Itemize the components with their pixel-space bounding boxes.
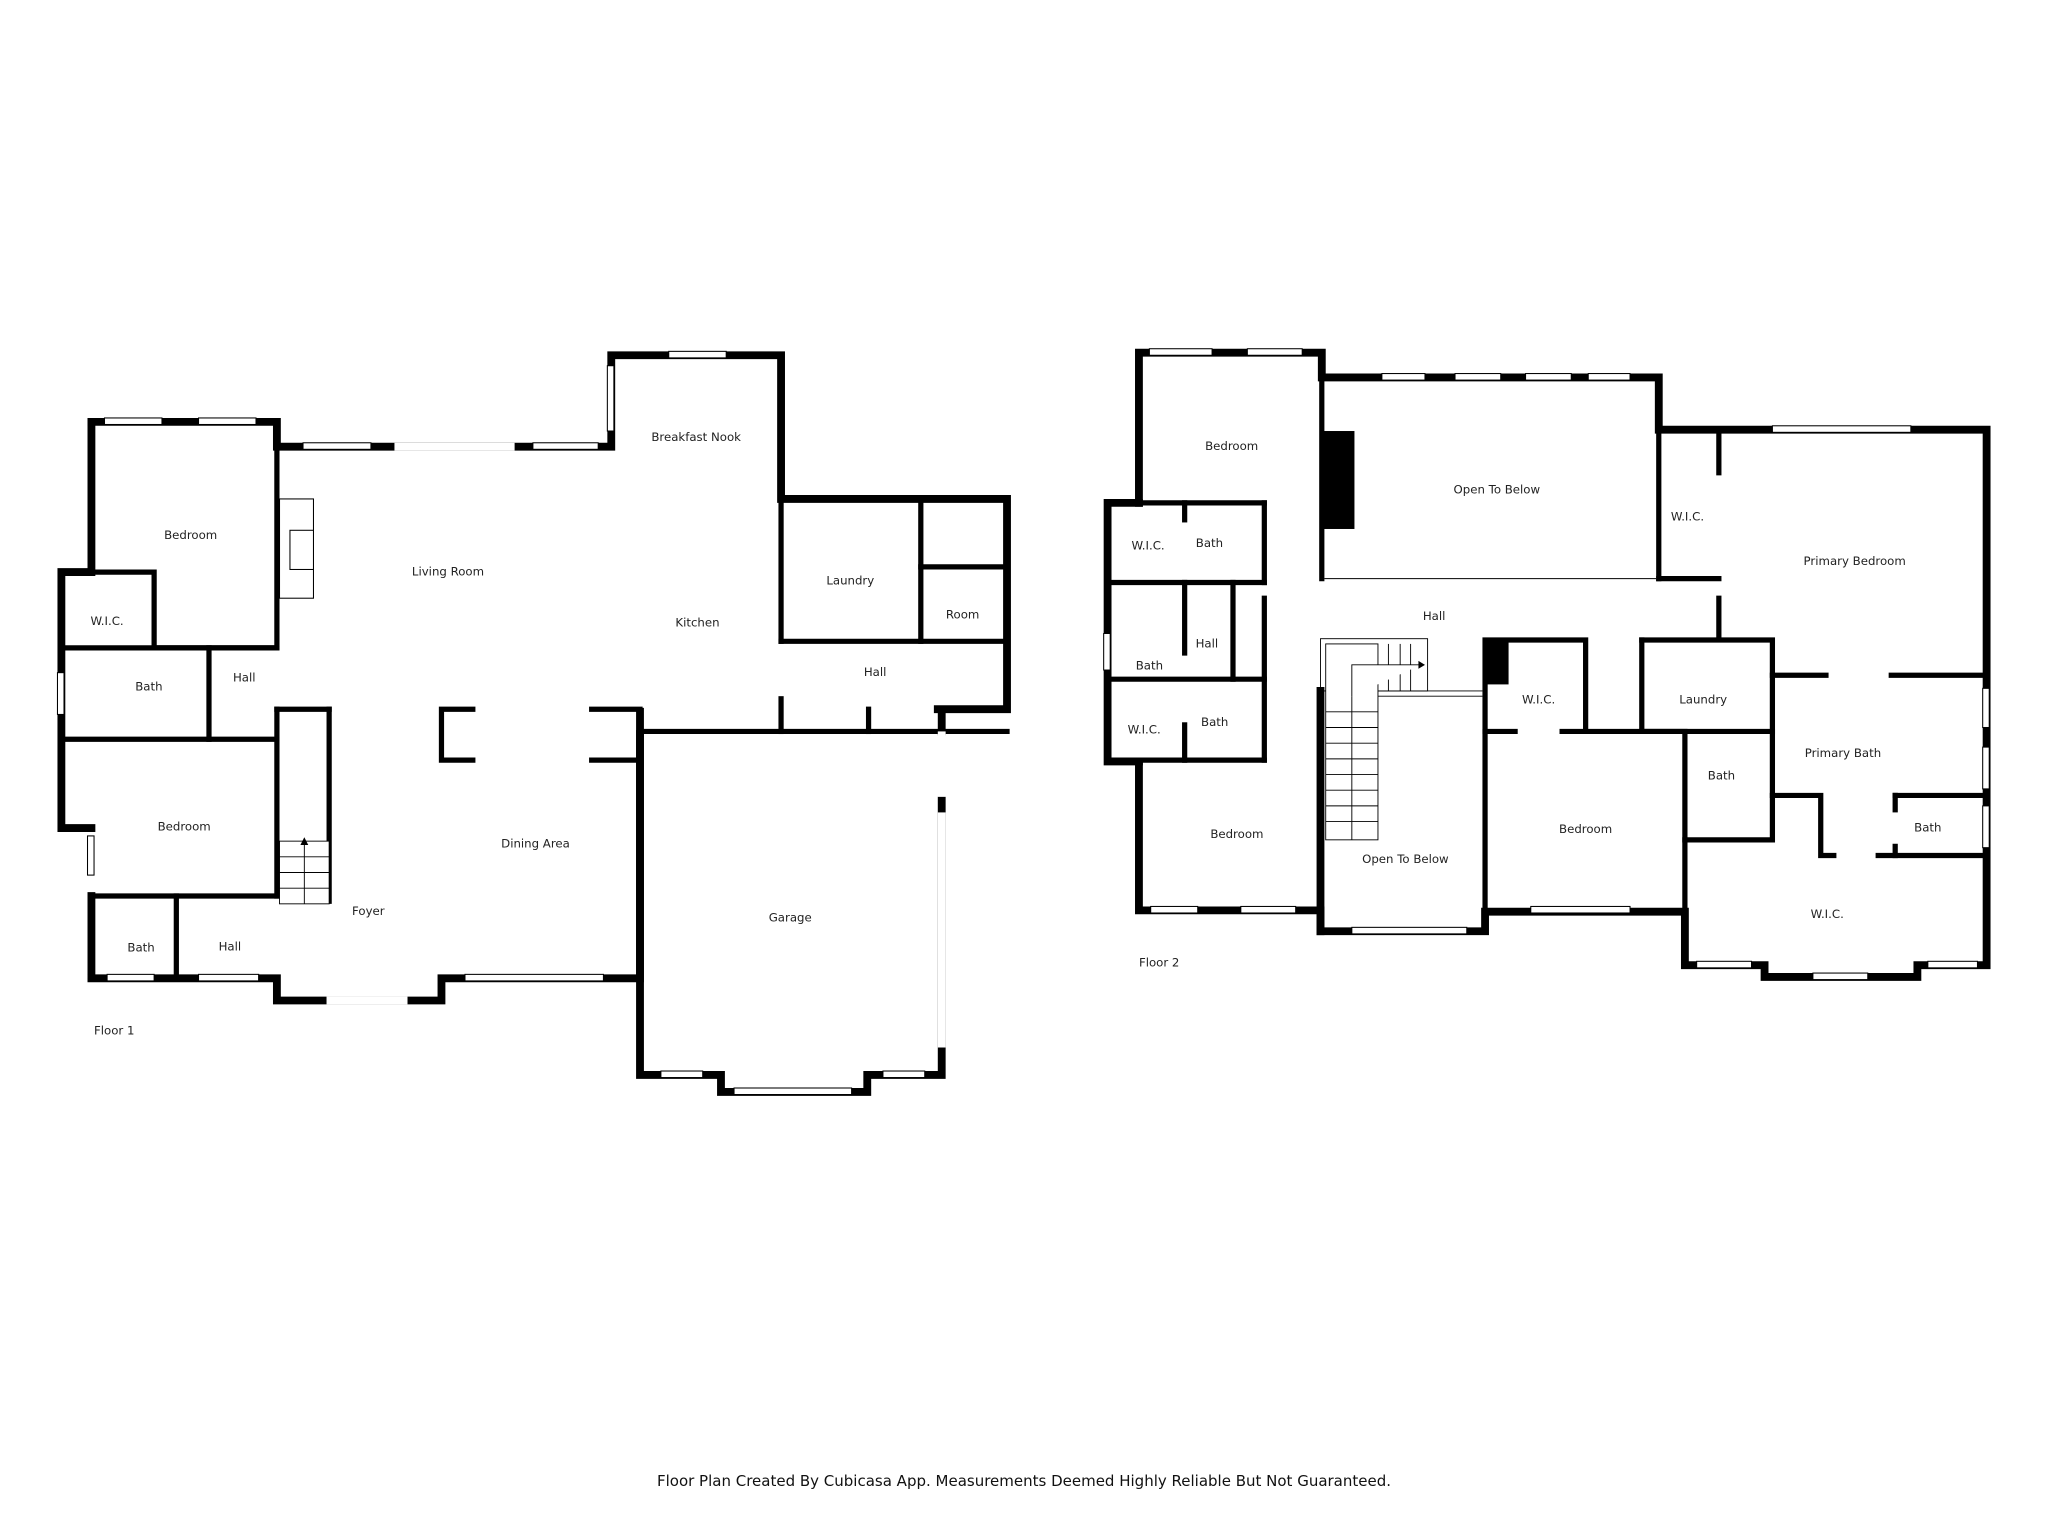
- room-label: Bath: [1708, 768, 1735, 782]
- room-label: W.I.C.: [1128, 723, 1161, 737]
- room-label: W.I.C.: [91, 614, 124, 628]
- floor-2-plan: Bedroom W.I.C. Bath Bath Hall W.I.C. Bat…: [1103, 348, 1991, 981]
- floor-2-label: Floor 2: [1139, 956, 1179, 970]
- room-label: W.I.C.: [1811, 907, 1844, 921]
- stair-arrow-icon: [300, 837, 309, 846]
- room-label: Bath: [135, 680, 162, 694]
- floor-1-plan: Bedroom W.I.C. Bath Hall Bedroom Bath Ha…: [56, 350, 1011, 1096]
- room-label: Hall: [1196, 636, 1219, 650]
- floor-1-label: Floor 1: [94, 1023, 134, 1037]
- room-label: Hall: [233, 670, 256, 684]
- room-label: Bedroom: [1210, 827, 1263, 841]
- room-label: Bath: [127, 941, 154, 955]
- room-label: Bath: [1201, 715, 1228, 729]
- room-label: Primary Bath: [1805, 746, 1881, 760]
- room-label: Hall: [864, 665, 887, 679]
- room-label: Open To Below: [1362, 852, 1449, 866]
- room-label: Bedroom: [158, 819, 211, 833]
- room-label: Dining Area: [501, 836, 570, 850]
- room-label: Primary Bedroom: [1804, 554, 1906, 568]
- room-label: Bath: [1196, 536, 1223, 550]
- room-label: Bedroom: [164, 528, 217, 542]
- room-label: Laundry: [826, 574, 874, 588]
- room-label: Kitchen: [675, 616, 719, 630]
- room-label: Bedroom: [1205, 439, 1258, 453]
- room-label: Open To Below: [1454, 482, 1541, 496]
- room-label: Room: [946, 608, 979, 622]
- room-label: W.I.C.: [1671, 510, 1704, 524]
- room-label: Bedroom: [1559, 822, 1612, 836]
- room-label: Breakfast Nook: [651, 430, 741, 444]
- room-label: W.I.C.: [1522, 693, 1555, 707]
- room-label: Garage: [769, 911, 812, 925]
- room-label: Living Room: [412, 565, 484, 579]
- footer-disclaimer: Floor Plan Created By Cubicasa App. Meas…: [656, 1472, 1392, 1490]
- room-label: Foyer: [352, 904, 385, 918]
- room-label: Bath: [1136, 659, 1163, 673]
- room-label: Hall: [1423, 609, 1446, 623]
- room-label: Laundry: [1679, 693, 1727, 707]
- room-label: W.I.C.: [1132, 538, 1165, 552]
- stair-arrow-icon: [1418, 660, 1425, 669]
- room-label: Hall: [219, 939, 242, 953]
- room-label: Bath: [1914, 821, 1941, 835]
